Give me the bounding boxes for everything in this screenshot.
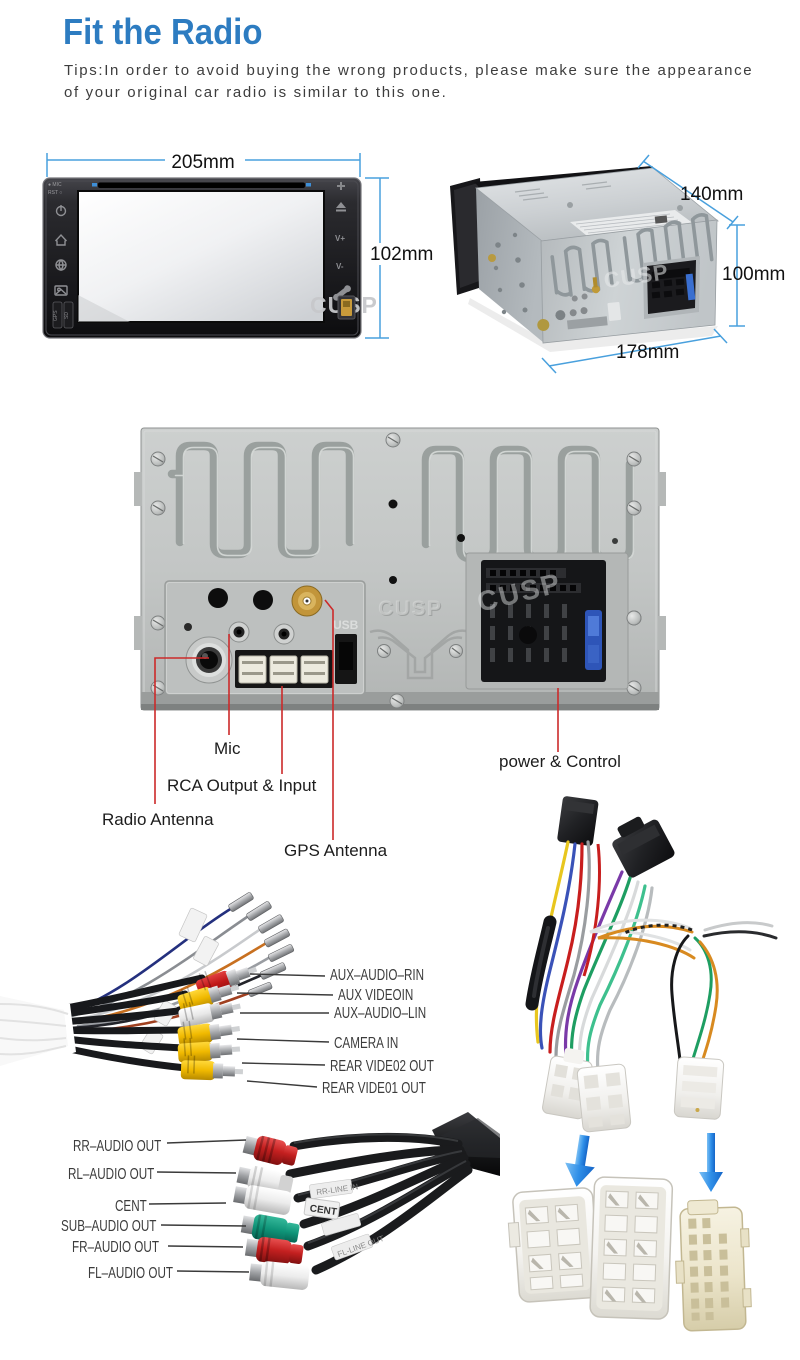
svg-text:V-: V-	[336, 262, 344, 271]
svg-text:CUSP: CUSP	[379, 598, 443, 621]
svg-text:SD: SD	[64, 312, 70, 319]
svg-text:205mm: 205mm	[171, 152, 234, 173]
svg-text:USB: USB	[333, 618, 359, 632]
svg-text:140mm: 140mm	[680, 184, 743, 205]
svg-text:● MIC: ● MIC	[48, 182, 62, 188]
svg-text:102mm: 102mm	[370, 244, 433, 265]
svg-text:CENT: CENT	[309, 1203, 338, 1218]
svg-text:GPS: GPS	[53, 310, 59, 321]
svg-text:178mm: 178mm	[616, 342, 679, 363]
svg-text:RST ○: RST ○	[48, 190, 62, 196]
svg-text:100mm: 100mm	[722, 264, 785, 285]
svg-text:V+: V+	[335, 234, 345, 243]
svg-text:CUSP: CUSP	[378, 597, 442, 620]
